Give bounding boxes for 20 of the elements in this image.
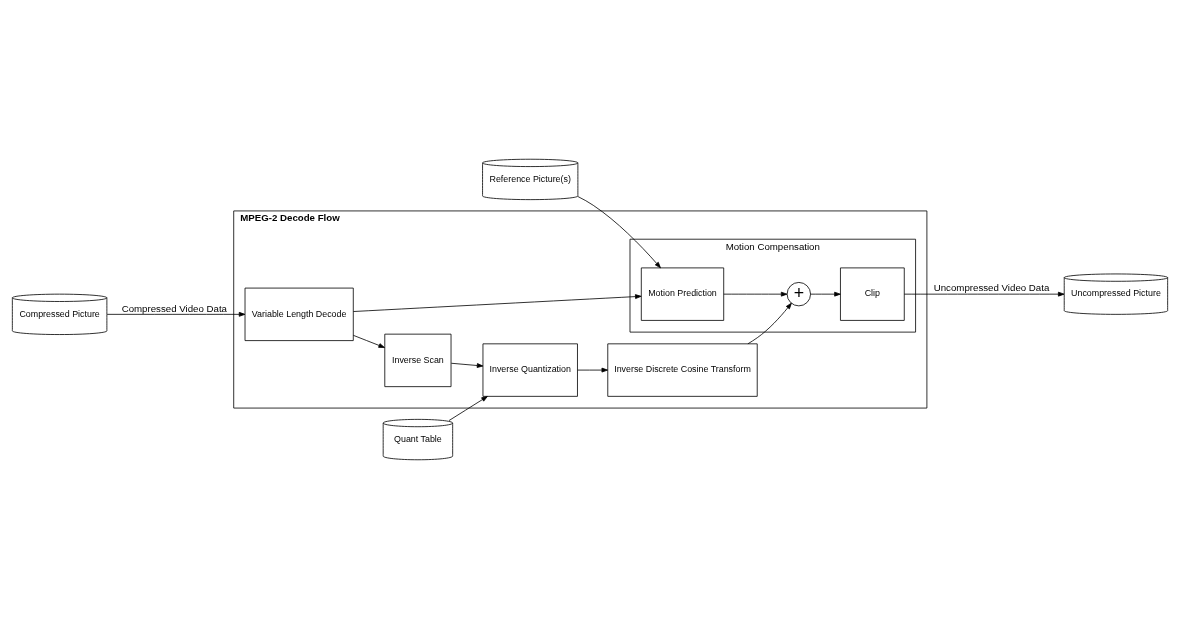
arrow [450, 362, 484, 368]
arrow [577, 196, 661, 269]
arrow [810, 291, 841, 297]
arrow [747, 302, 792, 345]
node-box: Motion Prediction [640, 267, 725, 321]
node-box: Inverse Quantization [482, 343, 578, 397]
arrow [577, 367, 608, 373]
arrow [448, 396, 488, 421]
node-box: Inverse Scan [384, 333, 452, 388]
edge-label: Uncompressed Video Data [933, 282, 1050, 294]
arrow [353, 334, 385, 348]
edge-label: Compressed Video Data [121, 302, 228, 314]
node-box: Variable Length Decode [244, 287, 354, 341]
arrow [353, 294, 642, 312]
arrow [723, 291, 788, 297]
node-box: Clip [840, 267, 905, 321]
node-circle: + [786, 282, 811, 307]
arrow [106, 311, 246, 317]
arrow [903, 291, 1065, 297]
node-box: Inverse Discrete Cosine Transform [607, 343, 758, 397]
